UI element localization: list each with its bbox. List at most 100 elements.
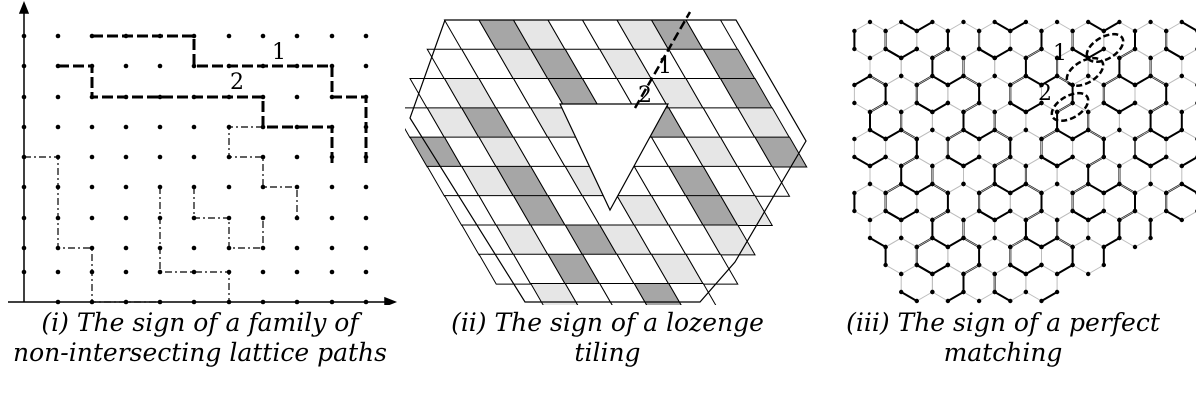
graph-edge: [963, 210, 980, 221]
graph-edge: [932, 183, 949, 194]
lozenge-tile: [754, 136, 808, 168]
graph-edge: [916, 129, 933, 140]
vertex-dot: [1054, 109, 1060, 115]
graph-edge: [978, 291, 995, 302]
vertex-dot: [1054, 181, 1060, 187]
vertex-dot: [883, 154, 888, 160]
vertex-dot: [899, 217, 904, 223]
graph-edge: [1181, 103, 1196, 113]
graph-edge: [869, 102, 886, 113]
graph-edge: [947, 210, 964, 221]
graph-edge: [994, 156, 1011, 167]
graph-edge: [1056, 102, 1073, 113]
matching-edge: [1087, 183, 1105, 194]
vertex-dot: [961, 271, 966, 277]
lattice-dot: [55, 299, 61, 305]
graph-edge: [963, 102, 980, 113]
graph-edge: [900, 75, 918, 86]
vertex-dot: [976, 28, 982, 34]
vertex-dot: [1117, 217, 1122, 223]
matching-edge: [1165, 48, 1183, 59]
lattice-dot: [89, 124, 95, 130]
path-2: [58, 64, 334, 166]
graph-edge: [1025, 156, 1042, 167]
matching-edge: [869, 237, 887, 248]
vertex-dot: [1148, 127, 1153, 133]
vertex-dot: [1101, 82, 1107, 88]
vertex-dot: [1023, 109, 1029, 115]
matching-edge: [900, 48, 918, 59]
graph-edge: [916, 291, 933, 302]
graph-edge: [1072, 75, 1089, 86]
matching-edge: [947, 156, 964, 167]
vertex-dot: [852, 136, 857, 142]
graph-edge: [1119, 21, 1136, 32]
vertex-dot: [1008, 82, 1013, 88]
vertex-dot: [1039, 28, 1044, 34]
vertex-dot: [852, 190, 857, 196]
matching-edge: [1025, 75, 1042, 86]
axes: [8, 0, 398, 308]
vertex-dot: [1164, 190, 1169, 196]
lozenge-tile: [736, 165, 791, 197]
vertex-dot: [899, 109, 904, 115]
vertex-dot: [1008, 208, 1013, 214]
matching-edge: [931, 264, 949, 275]
caption-line-2: matching: [943, 338, 1063, 367]
matching-edge: [1087, 21, 1105, 32]
honeycomb-edges: [852, 19, 1196, 304]
vertex-dot: [883, 190, 888, 196]
graph-edge: [1010, 210, 1027, 221]
graph-edge: [1087, 156, 1105, 167]
vertex-dot: [992, 19, 997, 25]
vertex-dot: [883, 100, 888, 106]
path-3: [24, 156, 160, 303]
graph-edge: [916, 75, 933, 86]
vertex-dot: [852, 46, 857, 52]
graph-edge: [932, 21, 949, 32]
lattice-dot: [329, 184, 335, 190]
matching-edge: [1072, 210, 1089, 221]
graph-edge: [1150, 48, 1167, 59]
vertex-dot: [930, 235, 935, 241]
vertex-dot: [930, 127, 935, 133]
vertex-dot: [1132, 190, 1138, 196]
vertex-dot: [945, 82, 951, 88]
matching-edge: [916, 183, 933, 194]
lattice-dot: [21, 245, 27, 251]
vertex-dot: [930, 181, 935, 187]
lattice-dot: [123, 63, 129, 69]
graph-edge: [854, 129, 871, 140]
graph-edge: [994, 264, 1011, 275]
graph-edge: [1072, 237, 1089, 248]
vertex-dot: [961, 73, 966, 79]
lozenge-tiling-diagram: 1 2: [391, 11, 808, 314]
graph-edge: [978, 183, 995, 194]
graph-edge: [1134, 210, 1151, 221]
matching-edge: [1009, 102, 1027, 113]
graph-edge: [1041, 183, 1058, 194]
lattice-dot: [363, 184, 369, 190]
matching-edge: [931, 237, 949, 248]
graph-edge: [963, 291, 980, 302]
vertex-dot: [899, 19, 904, 25]
inner-hole: [559, 103, 670, 212]
graph-edge: [963, 75, 980, 86]
matching-edge: [885, 48, 902, 59]
matching-edge: [1009, 21, 1027, 32]
vertex-dot: [1054, 73, 1060, 79]
vertex-dot: [1023, 55, 1029, 61]
graph-edge: [994, 102, 1011, 113]
thin-paths: [24, 126, 298, 303]
lattice-dot: [226, 184, 232, 190]
path-4: [228, 126, 298, 218]
matching-edge: [916, 264, 933, 275]
matching-edge: [1181, 156, 1196, 167]
vertex-dot: [867, 163, 873, 169]
vertex-dot: [914, 46, 919, 52]
lattice-dot: [260, 299, 266, 305]
graph-edge: [978, 75, 995, 86]
vertex-dot: [1008, 28, 1013, 34]
graph-edge: [947, 183, 964, 194]
vertex-dot: [914, 262, 919, 268]
